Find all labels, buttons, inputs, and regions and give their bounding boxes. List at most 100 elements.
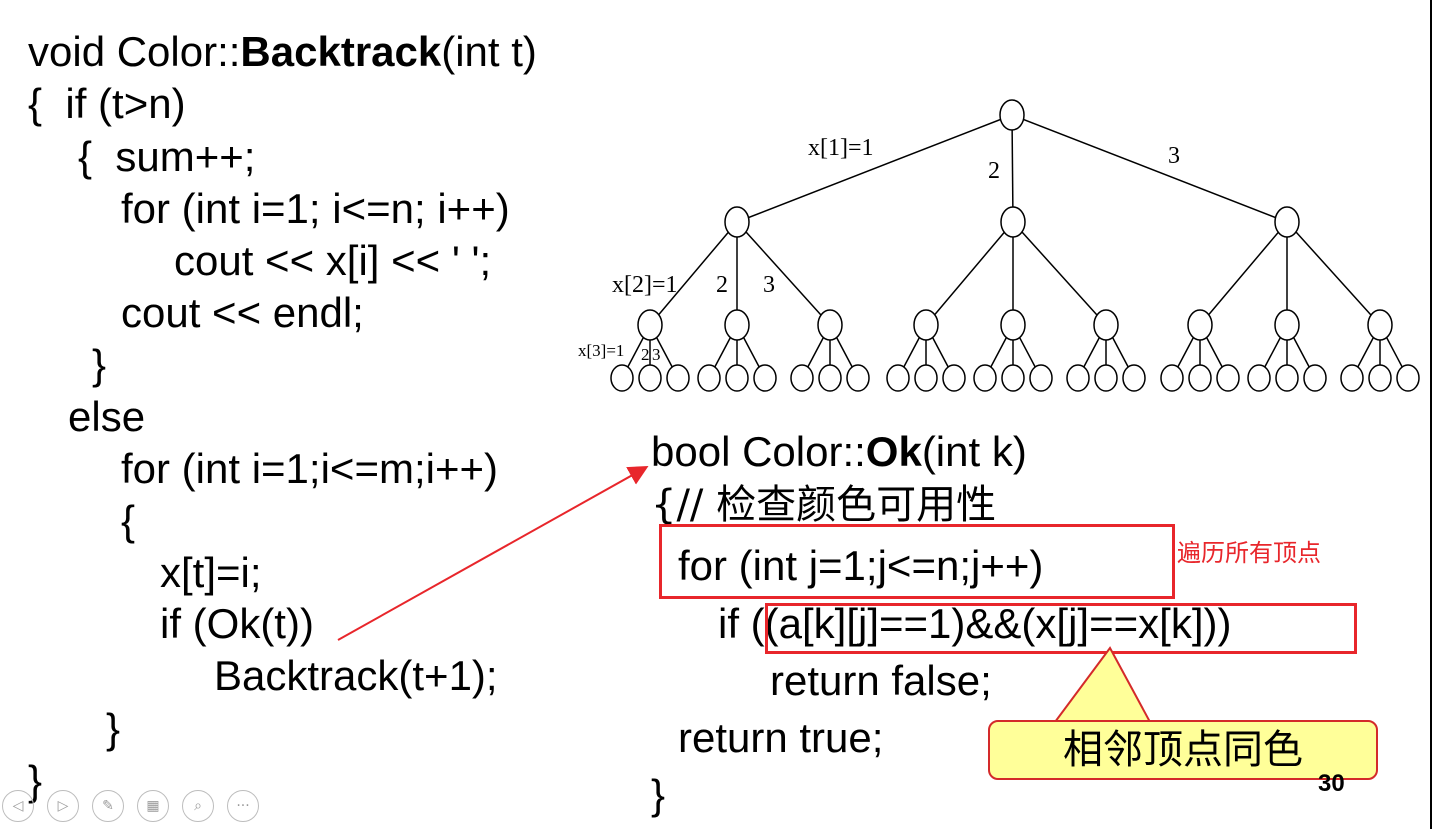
tree-leaf-node <box>790 364 814 392</box>
tree-leaf-node <box>1122 364 1146 392</box>
tree-edge-label: 3 <box>652 345 661 364</box>
search-tree <box>610 99 1420 392</box>
tree-leaf-node <box>818 364 842 392</box>
code-line: Backtrack(t+1); <box>214 652 498 699</box>
tree-edge-label: x[2]=1 <box>612 272 678 298</box>
tree-leaf-node <box>973 364 997 392</box>
tree-leaf-node <box>1160 364 1184 392</box>
zoom-icon[interactable]: ⌕ <box>182 790 214 822</box>
tree-leaf-node <box>638 364 662 392</box>
tree-edge-label: 2 <box>641 345 650 364</box>
tree-leaf-node <box>697 364 721 392</box>
code-line: { <box>121 497 136 544</box>
backtrack-sig-post: (int t) <box>441 28 537 75</box>
tree-edge-label: 3 <box>763 272 775 298</box>
code-line: } <box>28 757 43 804</box>
tree-leaf-node <box>1275 364 1299 392</box>
tree-leaf-node <box>610 364 634 392</box>
tree-edge <box>1011 114 1288 223</box>
backtrack-sig-pre: void Color:: <box>28 28 241 75</box>
slide-nav-toolbar: ◁ ▷ ✎ ▦ ⌕ ··· <box>2 790 259 824</box>
ok-sig-pre: bool Color:: <box>651 428 866 475</box>
tree-edge-label: 2 <box>716 272 728 298</box>
slide-number: 30 <box>1318 770 1345 797</box>
tree-leaf-node <box>1188 364 1212 392</box>
tree-edge <box>1012 221 1107 326</box>
tree-edge <box>925 221 1014 326</box>
tree-leaf-node <box>846 364 870 392</box>
callout-pointer <box>1053 646 1152 723</box>
ok-sig-post: (int k) <box>921 428 1027 475</box>
tree-edge-label: x[1]=1 <box>808 135 874 161</box>
tree-edge-label: 2 <box>988 158 1000 184</box>
tree-leaf-node <box>1094 364 1118 392</box>
tree-leaf-node <box>753 364 777 392</box>
code-line: cout << endl; <box>121 289 364 336</box>
tree-node <box>724 309 750 341</box>
tree-node <box>913 309 939 341</box>
tree-leaf-node <box>725 364 749 392</box>
ok-sig-name: Ok <box>865 428 922 475</box>
tree-node <box>1274 309 1300 341</box>
code-line: for (int i=1; i<=n; i++) <box>121 185 510 232</box>
code-line: return true; <box>678 714 884 761</box>
code-line: { if (t>n) <box>28 80 186 127</box>
tree-leaf-node <box>1247 364 1271 392</box>
backtrack-sig-name: Backtrack <box>240 28 442 75</box>
tree-leaf-node <box>1303 364 1327 392</box>
tree-leaf-node <box>942 364 966 392</box>
for-loop-highlight <box>659 524 1175 599</box>
tree-leaf-node <box>1368 364 1392 392</box>
tree-leaf-node <box>886 364 910 392</box>
tree-edge <box>1011 114 1014 223</box>
ok-signature: bool Color::Ok(int k) <box>651 431 1027 473</box>
pen-icon[interactable]: ✎ <box>92 790 124 822</box>
code-line: } <box>92 341 107 388</box>
tree-leaf-node <box>1340 364 1364 392</box>
tree-node <box>1367 309 1393 341</box>
tree-node <box>1000 206 1026 238</box>
prev-icon[interactable]: ◁ <box>2 790 34 822</box>
code-line: {// 检查颜色可用性 <box>651 482 997 528</box>
tree-leaf-node <box>1001 364 1025 392</box>
code-line: for (int i=1;i<=m;i++) <box>121 445 498 492</box>
tree-leaf-node <box>1396 364 1420 392</box>
condition-highlight <box>765 603 1357 654</box>
tree-node <box>1274 206 1300 238</box>
tree-leaf-node <box>914 364 938 392</box>
tree-node <box>999 99 1025 131</box>
tree-node <box>724 206 750 238</box>
tree-node <box>817 309 843 341</box>
code-line: { sum++; <box>78 133 256 180</box>
layout-icon[interactable]: ▦ <box>137 790 169 822</box>
tree-leaf-node <box>1216 364 1240 392</box>
backtrack-signature: void Color::Backtrack(int t) <box>28 31 537 73</box>
tree-edge <box>736 114 1013 223</box>
next-icon[interactable]: ▷ <box>47 790 79 822</box>
code-line: x[t]=i; <box>160 549 262 596</box>
slide-border <box>1430 0 1432 829</box>
tree-leaf-node <box>1066 364 1090 392</box>
tree-edge-label: x[3]=1 <box>578 341 624 360</box>
code-line: return false; <box>770 657 992 704</box>
tree-edge <box>1286 221 1381 326</box>
tree-edge <box>1199 221 1288 326</box>
code-line: if ((a[k][j]==1)&&(x[j]==x[k])) <box>718 600 1232 647</box>
traverse-label: 遍历所有顶点 <box>1177 539 1321 567</box>
code-line: for (int j=1;j<=n;j++) <box>678 542 1044 589</box>
more-icon[interactable]: ··· <box>227 790 259 822</box>
tree-leaf-node <box>1029 364 1053 392</box>
same-color-callout: 相邻顶点同色 <box>988 720 1378 780</box>
tree-edge-label: 3 <box>1168 143 1180 169</box>
tree-node <box>1187 309 1213 341</box>
tree-node <box>1000 309 1026 341</box>
code-line: } <box>651 771 666 818</box>
code-line: cout << x[i] << ' '; <box>174 237 492 284</box>
tree-edge <box>649 221 738 326</box>
call-arrow <box>337 466 649 641</box>
tree-edge <box>736 221 831 326</box>
code-line: } <box>106 705 121 752</box>
tree-node <box>1093 309 1119 341</box>
